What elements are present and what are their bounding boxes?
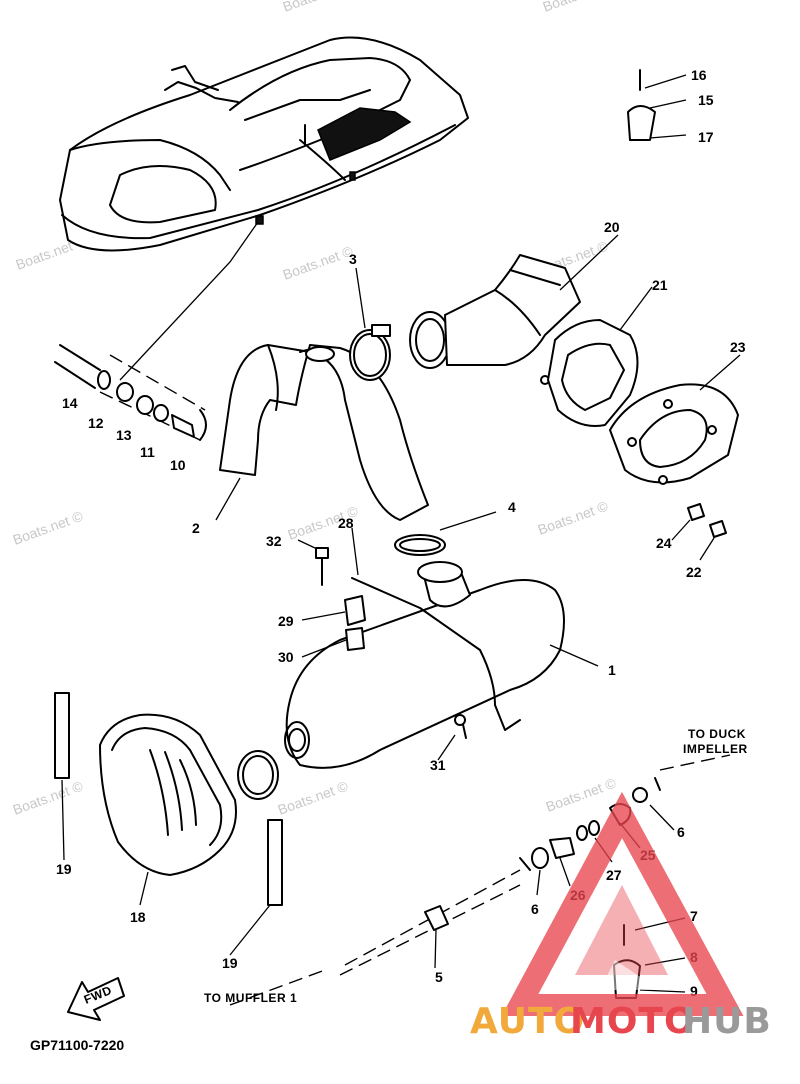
to-duck-label-line2: IMPELLER xyxy=(683,742,748,756)
hose-fittings-left xyxy=(54,344,207,441)
logo-text-auto: AUTO xyxy=(470,1001,585,1042)
callout-19: 19 xyxy=(222,955,238,971)
clip-top-right xyxy=(627,69,656,141)
bracket-parts xyxy=(315,547,467,739)
watermark: Boats.net © xyxy=(541,0,616,15)
callout-7: 7 xyxy=(690,908,698,924)
logo-text-moto: MOTO xyxy=(570,1001,696,1042)
callout-9: 9 xyxy=(690,983,698,999)
callout-11: 11 xyxy=(140,444,155,460)
muffler xyxy=(284,561,565,769)
callout-4: 4 xyxy=(508,499,516,515)
callout-28: 28 xyxy=(338,515,354,531)
logo-text-hub: HUB xyxy=(682,1001,772,1042)
callout-32: 32 xyxy=(266,533,282,549)
fwd-arrow: FWD xyxy=(67,977,125,1021)
automotohub-logo xyxy=(501,791,744,1016)
exhaust-pipe xyxy=(219,344,429,521)
rubber-boot xyxy=(99,713,237,876)
callout-19: 19 xyxy=(56,861,72,877)
clip-lower-right xyxy=(613,924,641,999)
callout-24: 24 xyxy=(656,535,672,551)
callout-10: 10 xyxy=(170,457,186,473)
callout-1: 1 xyxy=(608,662,616,678)
watermark: Boats.net © xyxy=(536,497,611,537)
routing-notes: TO DUCK IMPELLER TO MUFFLER 1 xyxy=(204,727,748,1005)
callout-22: 22 xyxy=(686,564,702,580)
watermark: Boats.net © xyxy=(11,777,86,817)
callout-30: 30 xyxy=(278,649,294,665)
to-duck-label: TO DUCK xyxy=(688,727,746,741)
leader-line xyxy=(119,221,259,381)
exhaust-elbow xyxy=(409,254,581,385)
callout-14: 14 xyxy=(62,395,78,411)
gasket xyxy=(547,319,639,427)
callout-15: 15 xyxy=(698,92,714,108)
callout-13: 13 xyxy=(116,427,132,443)
lower-fittings xyxy=(229,820,600,1006)
callout-23: 23 xyxy=(730,339,746,355)
callout-21: 21 xyxy=(652,277,668,293)
boot-clamp xyxy=(237,750,279,800)
callout-12: 12 xyxy=(88,415,104,431)
watermark: Boats.net © xyxy=(544,774,619,814)
diagram-code: GP71100-7220 xyxy=(30,1037,124,1053)
hose-clamp-lower xyxy=(394,534,446,556)
automotohub-text: AUTO MOTO HUB xyxy=(470,1001,772,1042)
nuts xyxy=(687,503,727,538)
watermark: Boats.net © xyxy=(276,777,351,817)
callout-6: 6 xyxy=(677,824,685,840)
watermark: Boats.net © xyxy=(281,0,356,15)
callout-20: 20 xyxy=(604,219,620,235)
watermark: Boats.net © xyxy=(281,242,356,282)
callout-31: 31 xyxy=(430,757,446,773)
callout-3: 3 xyxy=(349,251,357,267)
callout-27: 27 xyxy=(606,867,622,883)
strips xyxy=(54,692,283,906)
watercraft-illustration xyxy=(59,36,469,252)
callout-29: 29 xyxy=(278,613,294,629)
callout-2: 2 xyxy=(192,520,200,536)
callout-18: 18 xyxy=(130,909,146,925)
callout-16: 16 xyxy=(691,67,707,83)
hose-clamp xyxy=(349,324,391,381)
mounting-plate xyxy=(609,383,739,485)
leader-lines xyxy=(61,74,741,993)
callout-5: 5 xyxy=(435,969,443,985)
to-muffler-label: TO MUFFLER 1 xyxy=(204,991,297,1005)
watermark: Boats.net © xyxy=(11,507,86,547)
callout-17: 17 xyxy=(698,129,714,145)
callout-6: 6 xyxy=(531,901,539,917)
